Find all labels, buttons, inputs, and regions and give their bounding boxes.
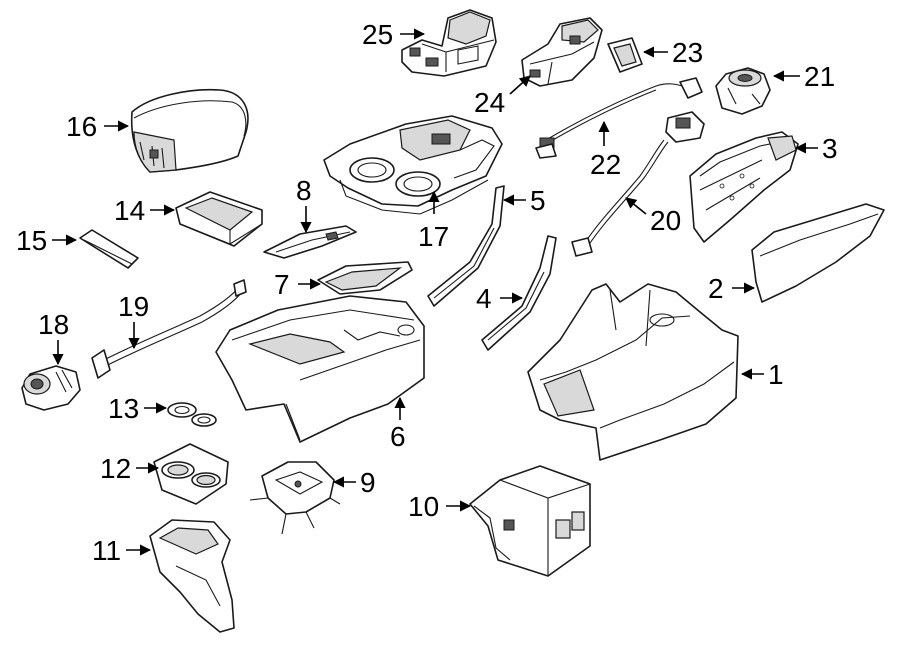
callout-11: 11: [92, 535, 121, 566]
part-20-wiring-harness: [571, 111, 705, 257]
callout-24: 24: [474, 87, 505, 118]
callout-12: 12: [100, 453, 131, 484]
callout-16: 16: [66, 111, 97, 142]
part-10-inner-module: [469, 465, 591, 577]
callout-2: 2: [708, 273, 724, 304]
part-18-outlet: [21, 365, 81, 411]
callout-18: 18: [38, 309, 69, 340]
callout-3: 3: [822, 133, 838, 164]
callout-9: 9: [360, 467, 376, 498]
part-12-cup-holder: [153, 443, 229, 505]
part-11-front-trim: [149, 519, 235, 633]
part-14-storage-tray: [175, 191, 263, 247]
callout-25: 25: [362, 19, 393, 50]
callout-8: 8: [296, 175, 312, 206]
leader-lines: [52, 28, 818, 556]
callout-19: 19: [118, 291, 149, 322]
part-6-console-body: [215, 295, 425, 443]
part-16-armrest-lid: [130, 88, 249, 173]
callout-20: 20: [650, 205, 681, 236]
part-15-insert-pad: [79, 229, 139, 269]
part-23-bezel: [607, 37, 643, 73]
callout-21: 21: [804, 61, 835, 92]
part-9-bracket: [249, 461, 341, 535]
part-7-trim-panel: [317, 261, 413, 295]
part-22-wiring-harness: [535, 77, 703, 159]
part-2-side-cover: [751, 203, 885, 303]
callout-22: 22: [590, 149, 621, 180]
callout-numbers: 1 2 3 4 5 6 7 8 9 10 11 12 13 14 15 16 1…: [16, 19, 838, 566]
callout-15: 15: [16, 225, 47, 256]
part-25-shifter-switch: [401, 9, 497, 77]
part-17-upper-panel: [323, 115, 503, 215]
leader-24: [509, 75, 531, 95]
callout-17: 17: [418, 221, 449, 252]
part-13-seal: [167, 402, 217, 427]
callout-6: 6: [390, 421, 406, 452]
callout-7: 7: [274, 269, 290, 300]
callout-14: 14: [114, 195, 145, 226]
callout-4: 4: [476, 283, 492, 314]
callout-10: 10: [408, 491, 439, 522]
callout-13: 13: [108, 393, 139, 424]
part-3-side-panel: [689, 131, 799, 243]
part-5-side-trim: [427, 185, 505, 307]
callout-1: 1: [768, 359, 784, 390]
leader-20: [625, 197, 647, 215]
part-4-side-trim: [481, 235, 557, 351]
callout-23: 23: [672, 37, 703, 68]
part-8-trim-strip: [263, 225, 357, 259]
callout-5: 5: [530, 185, 546, 216]
part-24-switch-module: [521, 17, 603, 87]
part-21-power-outlet: [715, 67, 771, 115]
part-1-console-body: [527, 283, 739, 461]
part-19-cable: [91, 279, 247, 379]
